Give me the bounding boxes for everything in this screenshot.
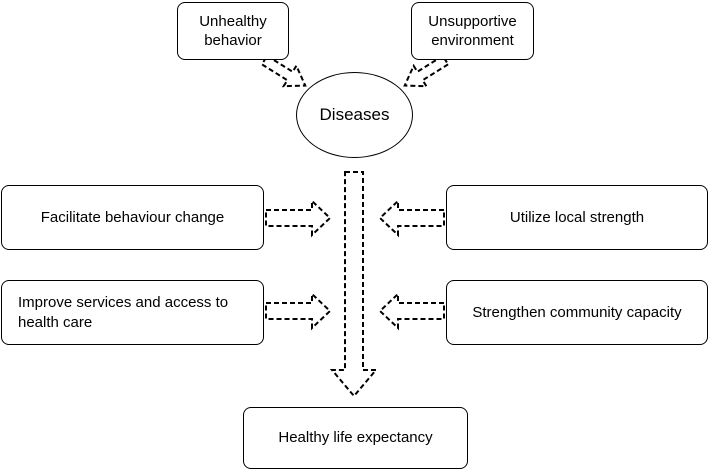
node-label: Healthy life expectancy [278, 429, 433, 447]
arrow-facilitate-to-main [265, 198, 332, 238]
node-unsupportive-environment: Unsupportive environment [411, 2, 534, 60]
node-improve-services: Improve services and access to health ca… [1, 280, 264, 345]
node-strengthen-community-capacity: Strengthen community capacity [446, 280, 708, 345]
arrow-utilize-to-main [378, 198, 445, 238]
node-label: Utilize local strength [509, 208, 645, 226]
arrow-improve-to-main [265, 291, 332, 331]
node-label: Unsupportive environment [428, 12, 517, 50]
arrow-diseases-to-outcome [329, 171, 379, 398]
arrow-strengthen-to-main [378, 291, 445, 331]
node-healthy-life-expectancy: Healthy life expectancy [243, 407, 468, 469]
node-label: Diseases [319, 104, 390, 124]
node-utilize-local-strength: Utilize local strength [446, 185, 708, 250]
node-label: Strengthen community capacity [472, 303, 682, 321]
node-facilitate-behaviour-change: Facilitate behaviour change [1, 185, 264, 250]
node-unhealthy-behavior: Unhealthy behavior [177, 2, 289, 60]
node-label: Unhealthy behavior [199, 12, 267, 50]
node-label: Improve services and access to health ca… [18, 294, 229, 331]
node-label: Facilitate behaviour change [40, 208, 225, 226]
arrow-behavior-to-diseases [260, 54, 307, 88]
node-diseases: Diseases [296, 72, 413, 158]
